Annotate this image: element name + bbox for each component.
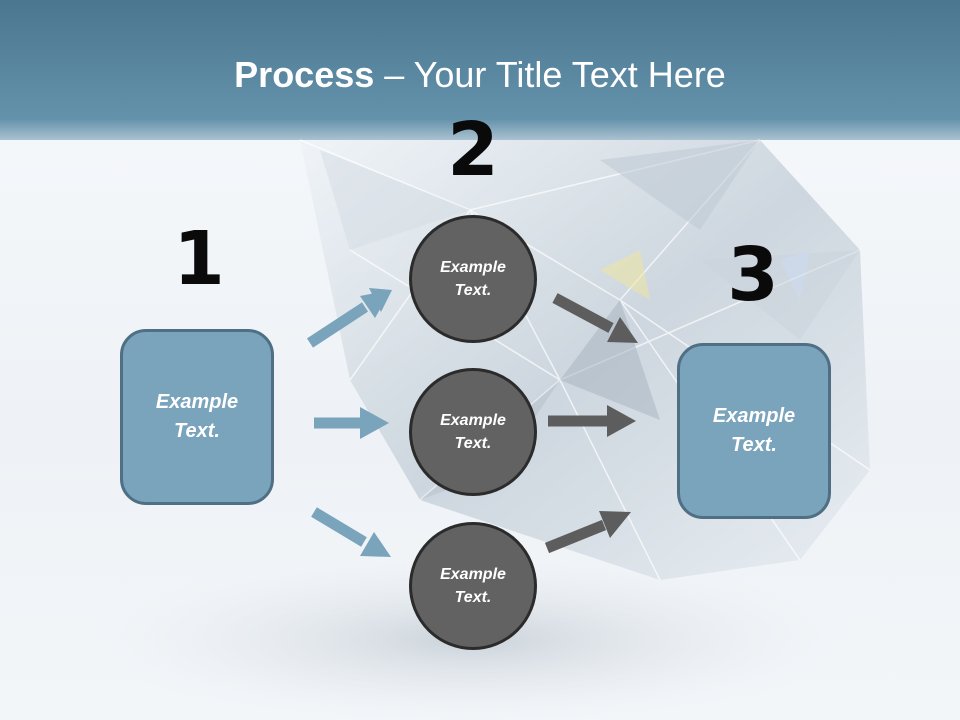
arrow-gray-down xyxy=(552,293,638,343)
step-number-1: 1 xyxy=(173,216,225,302)
title-bold-text: Process xyxy=(234,54,375,95)
circle-bottom-text: Example Text. xyxy=(440,566,506,606)
arrow-gray-right xyxy=(548,405,636,437)
arrow-blue-right xyxy=(314,407,389,439)
circle-middle-text: Example Text. xyxy=(440,412,506,452)
step-number-3: 3 xyxy=(727,232,779,318)
end-box: Example Text. xyxy=(677,343,831,519)
circle-top-text: Example Text. xyxy=(440,259,506,299)
start-box-text: Example Text. xyxy=(155,391,239,442)
start-box: Example Text. xyxy=(120,329,274,505)
step-number-2: 2 xyxy=(447,107,499,193)
circle-bottom: Example Text. xyxy=(409,522,537,650)
circle-middle: Example Text. xyxy=(409,368,537,496)
end-box-text: Example Text. xyxy=(712,405,796,456)
circle-top: Example Text. xyxy=(409,215,537,343)
slide-title: Process – Your Title Text Here xyxy=(0,53,960,97)
arrow-gray-up xyxy=(544,511,631,554)
title-rest-text: – Your Title Text Here xyxy=(374,54,726,95)
arrow-blue-down xyxy=(311,507,391,557)
arrow-blue-up xyxy=(306,288,392,348)
